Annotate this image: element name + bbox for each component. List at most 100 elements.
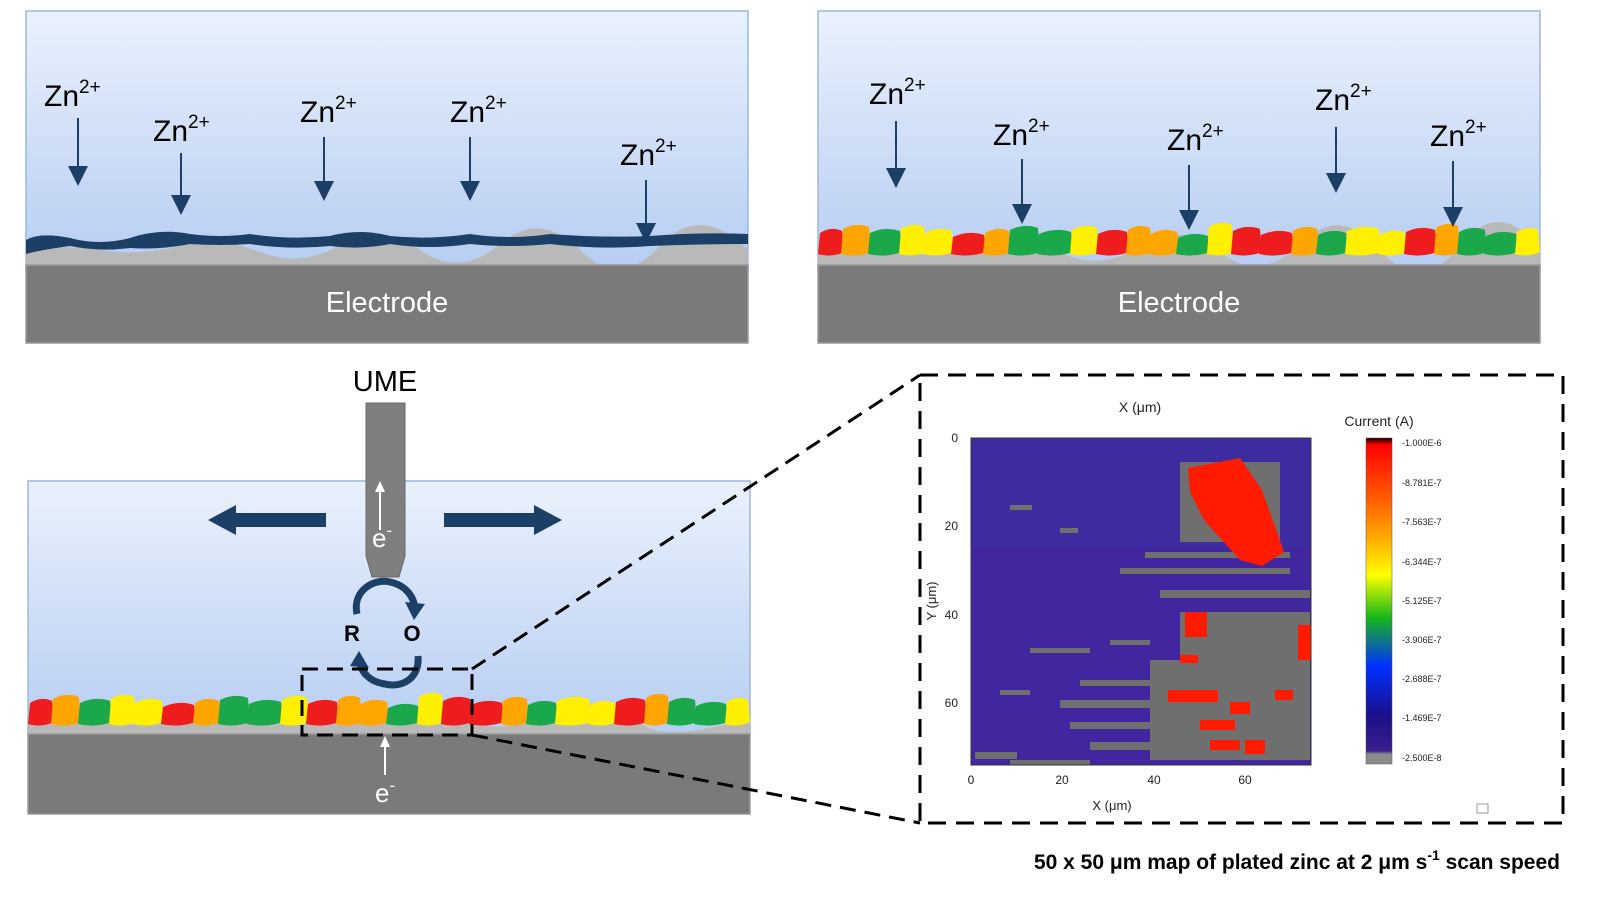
zinc-grain (725, 697, 750, 726)
zinc-ion: Zn2+ (44, 77, 101, 186)
electrode-label: Electrode (1118, 287, 1241, 319)
zinc-grain (1404, 227, 1437, 256)
svg-text:40: 40 (945, 608, 959, 622)
svg-text:-1.000E-6: -1.000E-6 (1402, 438, 1442, 448)
svg-text:-7.563E-7: -7.563E-7 (1402, 517, 1442, 527)
solution-region (25, 10, 749, 270)
map-x-ticks: 0 20 40 60 (968, 773, 1252, 787)
zinc-grain (1176, 233, 1210, 256)
svg-text:40: 40 (1147, 773, 1161, 787)
substrate-electron-arrow-icon (380, 736, 390, 775)
zinc-grain (359, 699, 389, 726)
scan-right-arrow-icon (444, 505, 562, 535)
colorbar (1365, 437, 1393, 765)
zinc-grain (1037, 229, 1073, 256)
zinc-grain (193, 698, 221, 726)
zinc-grain (614, 697, 647, 726)
zinc-grain (28, 698, 54, 726)
zinc-ion: Zn2+ (1315, 81, 1372, 193)
high-current-regions (1168, 458, 1311, 754)
zinc-grain (868, 228, 902, 256)
electrode (817, 264, 1541, 344)
oxidized-species-label: O (403, 621, 420, 646)
svg-text:-8.781E-7: -8.781E-7 (1402, 478, 1442, 488)
svg-text:60: 60 (945, 696, 959, 710)
zinc-grain (161, 702, 196, 726)
zinc-grain (1484, 231, 1518, 256)
svg-text:0: 0 (968, 773, 975, 787)
svg-text:60: 60 (1238, 773, 1252, 787)
zinc-grain (555, 696, 591, 726)
svg-text:-6.344E-7: -6.344E-7 (1402, 557, 1442, 567)
tip-electron-label: e- (372, 521, 392, 553)
deposit-underlayer (26, 224, 748, 270)
zoom-selection-box (300, 667, 474, 737)
map-bottom-x-axis-label: X (μm) (1092, 798, 1131, 813)
resize-handle-icon (1476, 803, 1489, 814)
zinc-grain (1434, 223, 1460, 256)
figure-caption: 50 x 50 μm map of plated zinc at 2 μm s-… (1034, 847, 1560, 874)
zinc-grain (841, 224, 871, 256)
tip-electron-arrow-icon (375, 481, 385, 530)
zinc-grain (899, 224, 926, 256)
zinc-grain (1149, 229, 1179, 256)
zinc-grain (1259, 230, 1294, 256)
panel-uniform-deposit: Electrode Zn2+ Zn2+ Zn2+ Zn2+ Zn2+ (25, 10, 749, 344)
svg-text:-1.469E-7: -1.469E-7 (1402, 713, 1442, 723)
svg-text:0: 0 (951, 431, 958, 445)
zinc-grain (1126, 225, 1152, 256)
map-y-ticks: 0 20 40 60 (945, 431, 959, 710)
colorbar-title: Current (A) (1344, 413, 1413, 429)
zinc-grain (247, 699, 283, 726)
map-y-axis-label: Y (μm) (924, 581, 939, 620)
zinc-grain-row (818, 222, 1540, 256)
electrode (27, 733, 751, 815)
reduced-species-label: R (344, 621, 360, 646)
zinc-grain (417, 692, 444, 726)
zinc-ion: Zn2+ (1167, 121, 1224, 230)
zinc-grain (1345, 226, 1381, 256)
svg-text:-2.500E-8: -2.500E-8 (1402, 753, 1442, 763)
zinc-grain (644, 693, 670, 726)
zinc-grain (951, 232, 986, 256)
scan-left-arrow-icon (208, 505, 326, 535)
zinc-ion: Zn2+ (1430, 117, 1487, 227)
svg-text:Zn2+: Zn2+ (869, 75, 926, 111)
electrode-label: Electrode (326, 287, 449, 319)
zinc-ion: Zn2+ (300, 93, 357, 201)
ume-label: UME (353, 366, 417, 398)
ume-tip (365, 402, 406, 578)
secm-map-inset: X (μm) (918, 373, 1565, 825)
svg-text:20: 20 (1055, 773, 1069, 787)
zinc-grain (336, 695, 362, 726)
svg-text:Zn2+: Zn2+ (450, 93, 507, 129)
zinc-ion: Zn2+ (450, 93, 507, 201)
zinc-grain (818, 228, 844, 256)
zinc-grain (501, 696, 529, 726)
map-top-x-axis-label: X (μm) (1119, 399, 1161, 415)
zinc-grain (1378, 230, 1407, 256)
zoom-connector-bottom (471, 733, 921, 825)
zinc-ion: Zn2+ (620, 136, 677, 243)
zinc-grain (1008, 225, 1040, 256)
zinc-film (26, 231, 748, 254)
zinc-grain (588, 700, 617, 726)
zinc-ion: Zn2+ (869, 75, 926, 188)
zinc-grain (1515, 227, 1540, 256)
current-map (971, 438, 1311, 765)
substrate-electron-label: e- (375, 776, 395, 808)
zinc-grain (1291, 226, 1319, 256)
zinc-ion: Zn2+ (993, 116, 1050, 224)
zinc-grain (280, 695, 309, 726)
svg-text:20: 20 (945, 519, 959, 533)
svg-text:-2.688E-7: -2.688E-7 (1402, 674, 1442, 684)
svg-text:Zn2+: Zn2+ (993, 116, 1050, 152)
zinc-grain (694, 701, 728, 726)
zinc-grain (51, 694, 81, 726)
svg-text:Zn2+: Zn2+ (1167, 121, 1224, 157)
zinc-grain (923, 228, 954, 256)
zinc-grain (667, 697, 697, 726)
zinc-grain (469, 700, 504, 726)
electrode (25, 264, 749, 344)
